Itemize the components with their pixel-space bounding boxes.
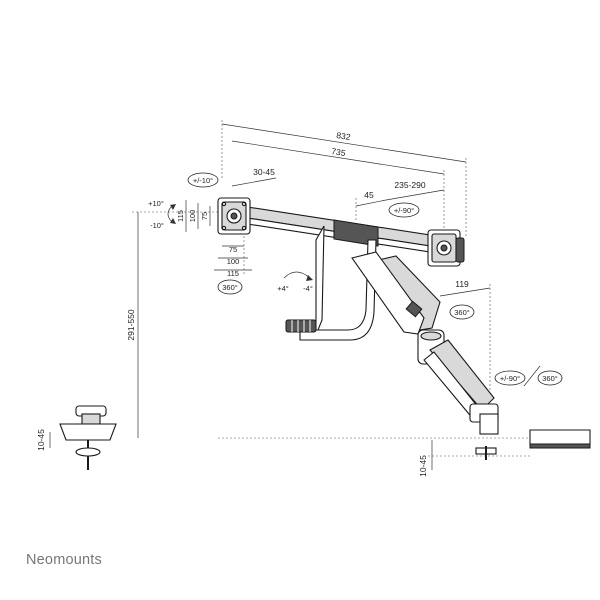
dimension-lines [49,120,541,470]
swivel-monitor-label: +/-90° [394,206,414,215]
rotate-bar-pos-label: +4° [277,284,289,293]
rotate-base-badge [537,370,563,386]
center-offset-label: 45 [364,190,374,200]
tilt-range-badge [187,172,219,188]
arm-width-label: 735 [331,146,347,158]
desk-right-label: 10-45 [418,455,428,477]
rotate-bar-neg-label: -4° [303,284,313,293]
angle-badges: +/-10° +/-90° 360° 360° +/-90° 360° [187,172,563,386]
swivel-base-label: +/-90° [500,374,520,383]
dimension-labels: 832 735 30-45 45 235-290 119 291-550 10-… [36,130,469,477]
total-width-label: 832 [336,130,352,142]
desk-clamp-detail [59,405,117,470]
rotate-screen-label: 360° [222,283,238,292]
vesa-v-inner-label: 75 [200,212,209,220]
handle-grip [285,319,317,333]
depth-label: 119 [455,279,469,289]
rotate-screen-badge [217,279,243,295]
monitor-arm [217,197,591,460]
rotate-base-label: 360° [542,374,558,383]
vesa-v-mid-label: 100 [188,210,197,223]
desk-clamp-right [529,429,591,445]
swivel-monitor-badge [388,202,420,218]
center-clamp [333,219,379,247]
vesa-v-outer-label: 115 [176,210,185,222]
vesa-offset-label: 30-45 [253,167,275,177]
height-range-label: 291-550 [126,309,136,340]
extension-label: 235-290 [394,180,425,190]
tilt-up-label: +10° [148,199,164,208]
brand-logo-text: Neomounts [26,552,102,568]
vesa-h-inner-label: 75 [229,245,237,254]
rotate-arm-badge [449,304,475,320]
vesa-h-mid-label: 100 [227,257,240,266]
tilt-down-label: -10° [150,221,164,230]
rotate-arm-label: 360° [454,308,470,317]
swivel-base-badge [494,370,526,386]
desk-left-label: 10-45 [36,429,46,451]
tilt-range-label: +/-10° [193,176,213,185]
vesa-h-outer-label: 115 [227,269,239,278]
